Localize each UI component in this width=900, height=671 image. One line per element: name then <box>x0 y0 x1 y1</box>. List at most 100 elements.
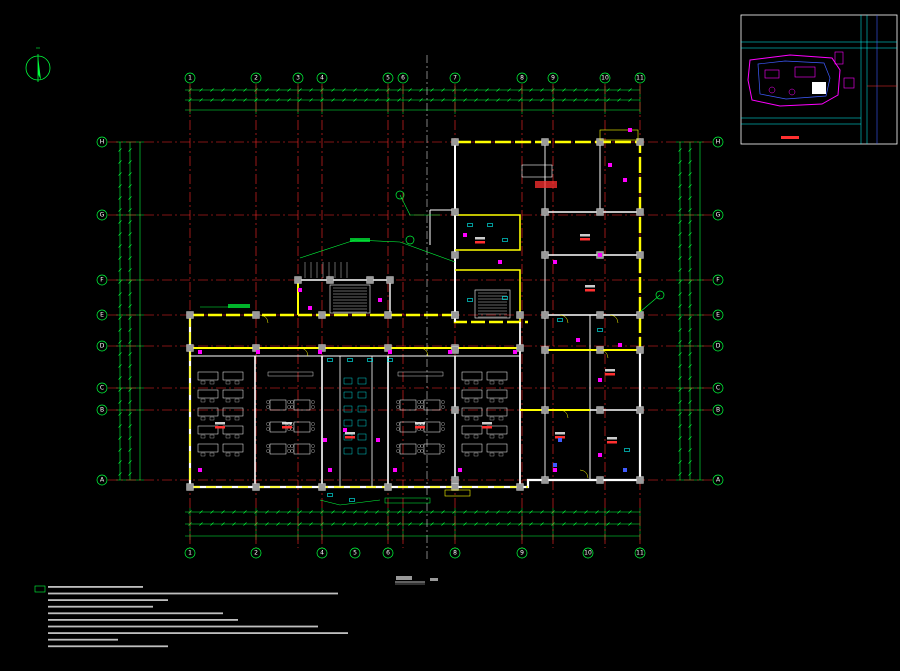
dim-tick <box>375 510 379 514</box>
stool <box>420 400 424 404</box>
chair <box>200 452 206 457</box>
dim-tick <box>118 208 122 212</box>
dim-tick <box>353 88 357 92</box>
dim-tick <box>529 522 533 526</box>
dim-tick <box>353 98 357 102</box>
stool <box>396 444 400 448</box>
dim-tick <box>128 256 132 260</box>
desk <box>461 371 483 381</box>
magenta-fixture <box>388 350 392 354</box>
magenta-fixture <box>598 253 602 257</box>
dim-tick <box>518 88 522 92</box>
axis-bubble <box>712 382 724 394</box>
axis-bubble <box>96 209 108 221</box>
dim-tick <box>573 510 577 514</box>
dim-tick <box>678 472 682 476</box>
cyan-fixture <box>349 498 355 502</box>
dim-tick <box>353 522 357 526</box>
room-area-tag <box>475 241 485 244</box>
dim-tick <box>118 184 122 188</box>
cyan-fixture <box>467 298 473 302</box>
magenta-fixture <box>343 428 347 432</box>
door-swing <box>299 347 309 357</box>
axis-bubble <box>96 136 108 148</box>
dim-tick <box>595 522 599 526</box>
column <box>318 311 326 319</box>
axis-number-label: 4 <box>320 550 324 557</box>
counter <box>267 371 314 377</box>
dim-tick <box>606 510 610 514</box>
chair <box>498 398 504 403</box>
dim-tick <box>584 88 588 92</box>
dim-tick <box>309 88 313 92</box>
column <box>294 276 302 284</box>
dim-tick <box>507 98 511 102</box>
dim-tick <box>128 196 132 200</box>
room-name-mark <box>475 237 485 240</box>
dim-tick <box>309 522 313 526</box>
desk <box>222 389 244 399</box>
detail-callout <box>405 235 415 245</box>
dim-tick <box>210 510 214 514</box>
door-swing <box>419 347 429 357</box>
chair <box>489 380 495 385</box>
stool <box>417 400 421 404</box>
dim-tick <box>540 88 544 92</box>
axis-bubble <box>582 547 594 559</box>
cyan-fixture <box>487 223 493 227</box>
dim-tick <box>562 98 566 102</box>
dim-tick <box>118 400 122 404</box>
cyan-fixture <box>502 238 508 242</box>
dim-tick <box>265 98 269 102</box>
chair <box>209 398 215 403</box>
stool <box>420 405 424 409</box>
room-name-mark <box>555 432 565 435</box>
door-swing <box>599 349 609 359</box>
chair <box>225 398 231 403</box>
axis-number-label: 11 <box>636 550 644 557</box>
dim-tick <box>678 448 682 452</box>
dim-tick <box>210 522 214 526</box>
dim-tick <box>688 340 692 344</box>
desk <box>222 371 244 381</box>
axis-bubble <box>547 72 559 84</box>
stool <box>266 444 270 448</box>
dim-tick <box>595 88 599 92</box>
dim-tick <box>118 328 122 332</box>
notes-block <box>34 585 348 648</box>
column <box>636 406 644 414</box>
magenta-fixture <box>553 468 557 472</box>
dim-tick <box>309 98 313 102</box>
classroom-furniture <box>197 371 508 457</box>
dim-tick <box>128 400 132 404</box>
dim-tick <box>397 510 401 514</box>
stool <box>266 422 270 426</box>
table <box>399 399 417 411</box>
stool <box>396 449 400 453</box>
dim-tick <box>419 522 423 526</box>
dim-tick <box>419 88 423 92</box>
dim-tick <box>678 256 682 260</box>
dim-tick <box>688 268 692 272</box>
dim-tick <box>331 88 335 92</box>
dim-tick <box>375 98 379 102</box>
axis-bubble <box>316 547 328 559</box>
dim-tick <box>688 292 692 296</box>
dim-tick <box>678 232 682 236</box>
chair <box>498 380 504 385</box>
desk <box>197 425 219 435</box>
axis-number-label: 2 <box>254 550 258 557</box>
column <box>596 311 604 319</box>
dim-tick <box>678 184 682 188</box>
dim-tick <box>128 268 132 272</box>
dim-tick <box>562 88 566 92</box>
dim-tick <box>128 232 132 236</box>
fixture <box>357 391 367 399</box>
stool <box>311 444 315 448</box>
column <box>451 251 459 259</box>
dim-tick <box>118 352 122 356</box>
room-area-tag <box>605 373 615 376</box>
axis-letter-label: D <box>716 343 721 350</box>
dim-tick <box>628 522 632 526</box>
